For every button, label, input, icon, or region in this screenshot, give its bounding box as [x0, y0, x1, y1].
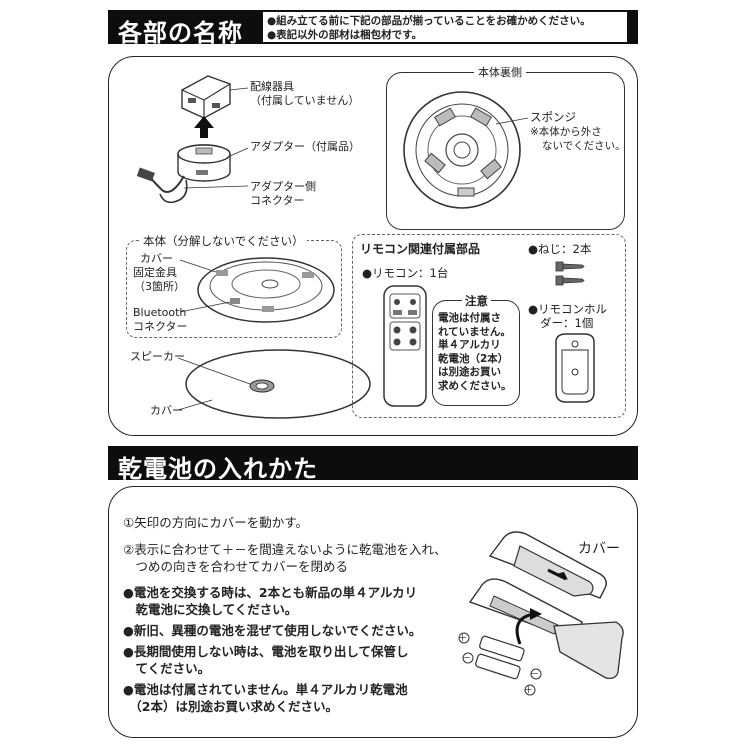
battery-header-band — [108, 446, 638, 480]
caution-line: は別途お買い — [438, 366, 501, 378]
caution-title: 注意 — [462, 294, 491, 308]
parts-notes: ●組み立てる前に下記の部品が揃っていることをお確かめください。 ●表記以外の部材… — [262, 11, 628, 43]
holder-illustration — [555, 333, 595, 403]
parts-note-2: ●表記以外の部材は梱包材です。 — [267, 29, 423, 41]
battery-title: 乾電池の入れかた — [118, 455, 318, 483]
screws-label: ●ねじ：2本 — [528, 242, 592, 256]
fixture-label-2: 固定金具 — [133, 266, 177, 279]
adapter-connector-label-2: コネクター — [250, 194, 305, 207]
battery-note: ●新旧、異種の電池を混ぜて使用しないでください。 — [123, 623, 422, 638]
caution-line: 単４アルカリ — [438, 339, 501, 351]
fixture-label-3: （3箇所） — [134, 280, 185, 293]
battery-step-2: ②表示に合わせて＋－を間違えないように乾電池を入れ、 — [123, 542, 447, 557]
battery-step-3: つめの向きを合わせてカバーを閉める — [123, 559, 349, 574]
caution-line: れていません。 — [438, 325, 511, 338]
battery-minus-2: － — [530, 670, 540, 680]
sponge-note-1: ※本体から外さ — [530, 126, 602, 138]
battery-note: てください。 — [123, 661, 211, 676]
parts-title: 各部の名称 — [118, 19, 243, 47]
battery-minus-1: － — [462, 654, 472, 664]
sponge-label: スポンジ — [530, 110, 576, 124]
sponge-note-2: ないでください。 — [542, 140, 626, 152]
back-view-title: 本体裏側 — [474, 66, 526, 80]
battery-note: 乾電池に交換してください。 — [123, 602, 298, 617]
cover-illustration — [177, 349, 371, 419]
battery-plus-1: ＋ — [458, 634, 468, 644]
caution-text: 電池は付属さ れていません。 単４アルカリ 乾電池（2本） は別途お買い 求めく… — [438, 312, 512, 393]
caution-line: 求めください。 — [438, 379, 512, 392]
battery-illustration — [458, 531, 624, 696]
wiring-adapter-illustration — [136, 75, 249, 204]
bluetooth-label-1: Bluetooth — [133, 306, 187, 319]
battery-step-1: ①矢印の方向にカバーを動かす。 — [123, 515, 308, 530]
remote-label: ●リモコン：1台 — [362, 266, 449, 280]
battery-note: （2本）は別途お買い求めください。 — [123, 699, 338, 714]
fixture-label-1: カバー — [140, 252, 173, 265]
cover-label: カバー — [150, 404, 183, 417]
battery-steps: ①矢印の方向にカバーを動かす。 ②表示に合わせて＋－を間違えないように乾電池を入… — [123, 514, 447, 575]
wiring-label-2: （付属していません） — [250, 94, 360, 107]
back-view-illustration — [403, 91, 529, 209]
battery-note: ●長期間使用しない時は、電池を取り出して保管し — [123, 644, 409, 659]
remote-box-title: リモコン関連付属部品 — [360, 242, 481, 256]
caution-line: 電池は付属さ — [438, 312, 501, 324]
remote-illustration — [383, 285, 427, 407]
body-illustration — [179, 257, 335, 323]
caution-box — [432, 300, 520, 406]
adapter-connector-label-1: アダプター側 — [250, 180, 316, 193]
holder-label-1: ●リモコンホル — [528, 302, 608, 316]
screws-illustration — [555, 261, 585, 286]
battery-note: ●電池を交換する時は、2本とも新品の単４アルカリ — [123, 585, 418, 600]
holder-label-2: ダー：1個 — [540, 316, 594, 330]
remote-box — [352, 234, 626, 418]
speaker-label: スピーカー — [130, 350, 185, 363]
body-title: 本体（分解しないでください） — [140, 234, 307, 248]
adapter-label: アダプター（付属品） — [250, 140, 360, 153]
battery-note: ●電池は付属されていません。単４アルカリ乾電池 — [123, 682, 408, 697]
battery-notes: ●電池を交換する時は、2本とも新品の単４アルカリ 乾電池に交換してください。 ●… — [123, 584, 421, 715]
bluetooth-label-2: コネクター — [133, 320, 188, 333]
wiring-label-1: 配線器具 — [250, 80, 294, 93]
battery-cover-label: カバー — [578, 541, 620, 557]
parts-note-1: ●組み立てる前に下記の部品が揃っていることをお確かめください。 — [267, 15, 591, 27]
battery-plus-2: ＋ — [524, 686, 534, 696]
caution-line: 乾電池（2本） — [438, 352, 509, 365]
